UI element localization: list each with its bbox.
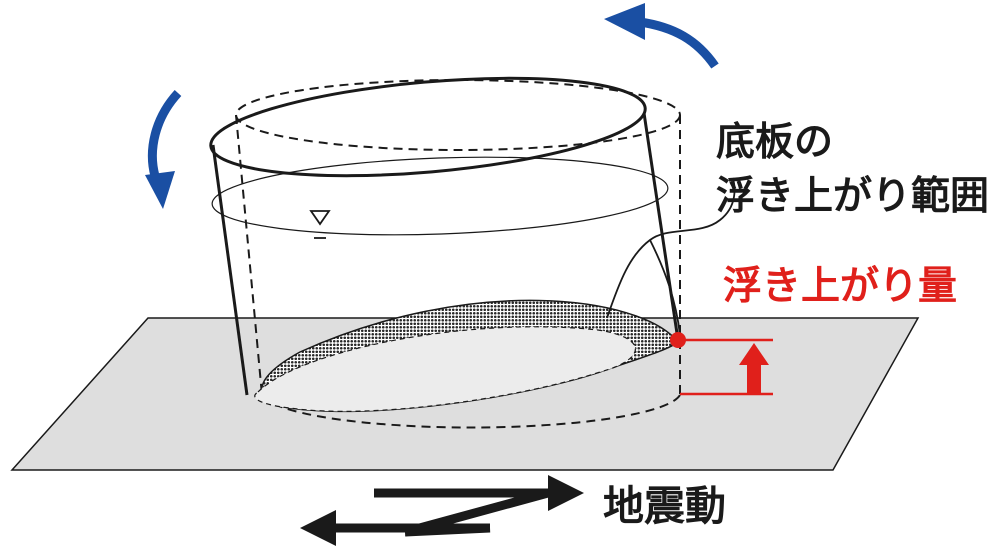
contact-region — [254, 326, 636, 412]
earthquake-motion-icon — [300, 475, 584, 546]
tilted-tank — [209, 76, 680, 396]
uplift-amount-label: 浮き上がり量 — [723, 264, 958, 309]
original-tank-outline — [235, 79, 681, 429]
water-level-symbol — [309, 210, 331, 239]
rotation-arrow-right-icon — [604, 3, 719, 69]
uplift-range-label-line1: 底板の — [716, 120, 834, 165]
water-surface — [211, 156, 669, 236]
earthquake-label: 地震動 — [603, 482, 726, 530]
uplift-range-label: 底板の 浮き上がり範囲 — [716, 116, 989, 224]
rotation-arrow-left-icon — [145, 89, 182, 209]
uplift-point-marker — [670, 332, 686, 348]
uplift-range-leader — [606, 177, 736, 336]
uplift-up-arrow — [739, 343, 769, 394]
uplift-range-label-line2: 浮き上がり範囲 — [716, 174, 990, 219]
